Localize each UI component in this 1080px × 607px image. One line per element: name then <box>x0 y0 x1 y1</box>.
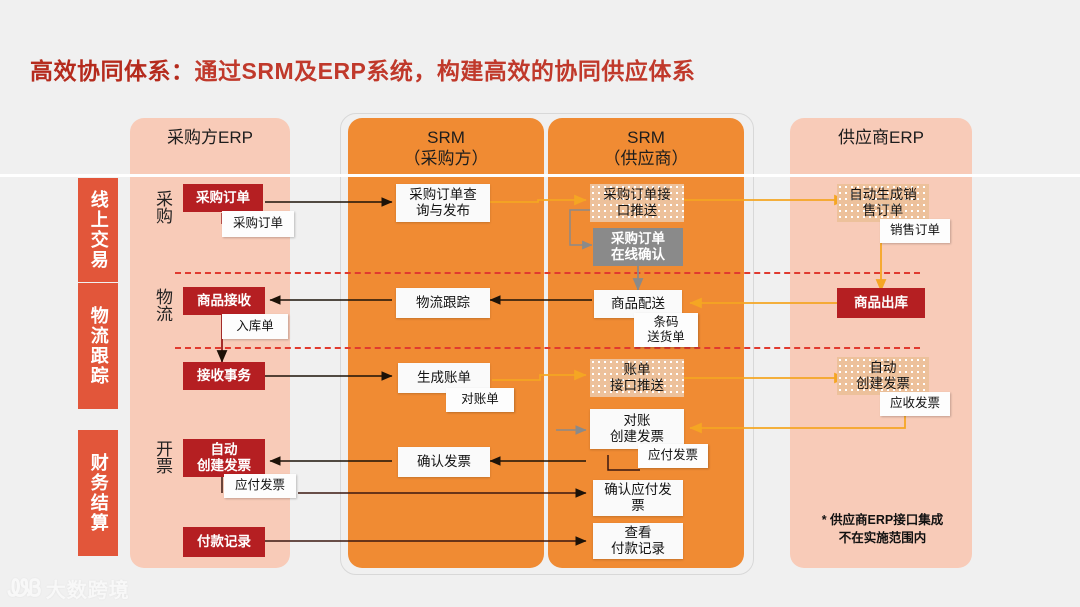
box-erp-receive-task[interactable]: 接收事务 <box>183 362 265 390</box>
column-header-buyer-erp: 采购方ERP <box>130 128 290 149</box>
box-srm-confirm-payable-invoice[interactable]: 确认应付发 票 <box>593 480 683 516</box>
slip-payable-invoice-mid: 应付发票 <box>638 444 708 468</box>
page-title-lead: 高效协同体系： <box>30 58 195 84</box>
slip-payable-invoice-left: 应付发票 <box>224 474 296 498</box>
stage-tag-online-trade: 线上交易 <box>78 178 118 282</box>
box-srm-view-payment-record[interactable]: 查看 付款记录 <box>593 523 683 559</box>
column-title: SRM <box>627 128 665 147</box>
stage-tag-finance: 财务结算 <box>78 430 118 556</box>
stage-tag-label: 财务结算 <box>88 453 109 533</box>
slip-recon-statement: 对账单 <box>446 388 514 412</box>
box-erp-auto-create-invoice[interactable]: 自动 创建发票 <box>183 439 265 477</box>
column-title: 采购方ERP <box>167 128 253 147</box>
slip-inbound-note: 入库单 <box>222 314 288 339</box>
srm-group-outline <box>340 113 754 575</box>
box-erp-goods-receipt[interactable]: 商品接收 <box>183 287 265 315</box>
column-subtitle: （采购方） <box>403 148 489 168</box>
column-header-supplier-erp: 供应商ERP <box>790 128 972 149</box>
box-erp-payment-record[interactable]: 付款记录 <box>183 527 265 557</box>
stage-tag-label: 物流跟踪 <box>88 306 109 386</box>
stage-tag-logistics: 物流跟踪 <box>78 283 118 409</box>
slip-sales-order: 销售订单 <box>880 219 950 243</box>
stage-tag-label: 线上交易 <box>88 190 109 270</box>
page-title-rest: 通过SRM及ERP系统，构建高效的协同供应体系 <box>194 58 696 84</box>
box-srm-po-online-confirm[interactable]: 采购订单 在线确认 <box>593 228 683 266</box>
role-label-logistics: 物流 <box>153 288 172 322</box>
page-title: 高效协同体系：通过SRM及ERP系统，构建高效的协同供应体系 <box>30 52 695 86</box>
row-separator-1 <box>175 272 920 274</box>
column-supplier-erp: 供应商ERP <box>790 118 972 568</box>
box-sup-auto-sales-order[interactable]: 自动生成销 售订单 <box>837 184 929 222</box>
watermark-logo-icon: ᏪᏰ <box>8 575 42 601</box>
box-srm-recon-create-invoice[interactable]: 对账 创建发票 <box>590 409 684 449</box>
watermark: ᏪᏰ 大数跨境 <box>8 574 130 603</box>
column-header-srm-buyer: SRM （采购方） <box>348 128 544 169</box>
role-label-invoicing: 开票 <box>153 440 172 474</box>
box-srm-bill-interface-push[interactable]: 账单 接口推送 <box>590 359 684 397</box>
column-title: SRM <box>427 128 465 147</box>
column-subtitle: （供应商） <box>603 148 689 168</box>
watermark-label: 大数跨境 <box>45 580 130 602</box>
column-header-srm-supplier: SRM （供应商） <box>548 128 744 169</box>
box-sup-auto-create-invoice[interactable]: 自动 创建发票 <box>837 357 929 395</box>
box-srm-po-query-publish[interactable]: 采购订单查 询与发布 <box>396 184 490 222</box>
footnote-text: * 供应商ERP接口集成 不在实施范围内 <box>821 513 944 545</box>
role-label-procurement: 采购 <box>153 190 172 224</box>
row-separator-2 <box>175 347 920 349</box>
column-title: 供应商ERP <box>838 128 924 147</box>
header-divider <box>0 174 1080 177</box>
slip-purchase-order: 采购订单 <box>222 211 294 237</box>
slip-receivable-invoice: 应收发票 <box>880 392 950 416</box>
box-srm-po-interface-push[interactable]: 采购订单接 口推送 <box>590 184 684 222</box>
box-srm-confirm-invoice[interactable]: 确认发票 <box>398 447 490 477</box>
box-srm-logistics-tracking[interactable]: 物流跟踪 <box>396 288 490 318</box>
box-sup-goods-outbound[interactable]: 商品出库 <box>837 288 925 318</box>
box-erp-purchase-order[interactable]: 采购订单 <box>183 184 263 212</box>
slip-barcode-delivery-note: 条码 送货单 <box>634 313 698 347</box>
